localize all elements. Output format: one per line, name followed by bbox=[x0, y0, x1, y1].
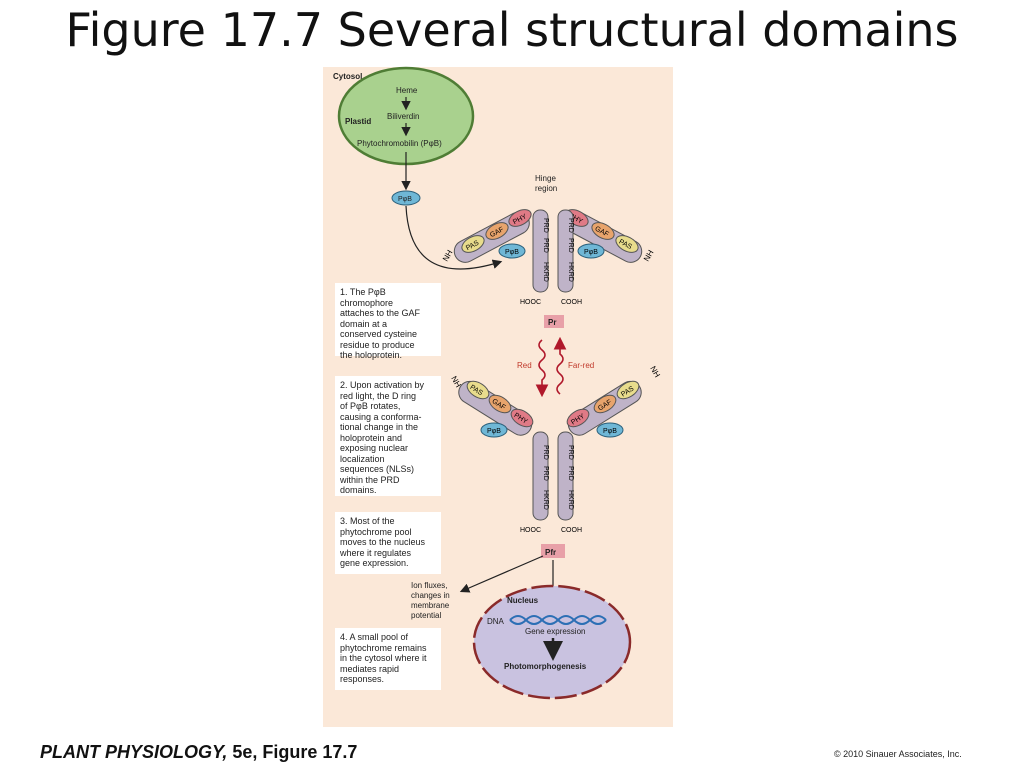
hinge-label-1: Hinge bbox=[535, 174, 556, 183]
footer-citation: PLANT PHYSIOLOGY, 5e, Figure 17.7 bbox=[40, 742, 357, 763]
svg-text:HKRD: HKRD bbox=[567, 262, 574, 282]
svg-text:PRD: PRD bbox=[567, 445, 574, 460]
heme-label: Heme bbox=[396, 86, 418, 95]
attach-arrow bbox=[405, 205, 503, 270]
note-4: 4. A small pool of phytochrome remains i… bbox=[335, 628, 441, 690]
pr-badge bbox=[544, 315, 564, 328]
far-red-label: Far-red bbox=[568, 361, 594, 370]
photomorphogenesis-label: Photomorphogenesis bbox=[504, 662, 587, 671]
svg-text:PφB: PφB bbox=[603, 428, 617, 435]
svg-text:NH: NH bbox=[441, 248, 455, 263]
svg-text:COOH: COOH bbox=[561, 527, 582, 534]
footer-copyright: © 2010 Sinauer Associates, Inc. bbox=[834, 749, 962, 759]
svg-text:HOOC: HOOC bbox=[520, 527, 541, 534]
ion-fluxes-3: membrane bbox=[411, 601, 450, 610]
svg-text:COOH: COOH bbox=[561, 299, 582, 306]
far-red-light-arrow bbox=[553, 336, 567, 395]
svg-text:HKRD: HKRD bbox=[542, 490, 549, 510]
svg-text:PRD: PRD bbox=[567, 218, 574, 233]
svg-text:PRD: PRD bbox=[542, 238, 549, 253]
pfr-label: Pfr bbox=[545, 548, 556, 557]
ion-fluxes-2: changes in bbox=[411, 591, 450, 600]
svg-text:PRD: PRD bbox=[542, 466, 549, 481]
slide-title: Figure 17.7 Several structural domains bbox=[65, 3, 959, 57]
svg-text:NH: NH bbox=[648, 365, 662, 380]
note-1: 1. The PφB chromophore attaches to the G… bbox=[335, 283, 441, 360]
note-2: 2. Upon activation by red light, the D r… bbox=[335, 376, 441, 496]
biliverdin-label: Biliverdin bbox=[387, 112, 419, 121]
svg-text:PφB: PφB bbox=[505, 249, 519, 256]
svg-text:HKRD: HKRD bbox=[567, 490, 574, 510]
pr-dimer: PAS GAF PHY PφB NH PHY GAF PAS PφB NH PR… bbox=[441, 209, 656, 306]
cytosol-label: Cytosol bbox=[333, 72, 362, 81]
svg-text:PRD: PRD bbox=[567, 238, 574, 253]
pfb-chromophore bbox=[391, 190, 421, 206]
phytochromobilin-label: Phytochromobilin (PφB) bbox=[357, 139, 442, 148]
svg-text:PφB: PφB bbox=[487, 428, 501, 435]
svg-text:PRD: PRD bbox=[567, 466, 574, 481]
svg-text:HOOC: HOOC bbox=[520, 299, 541, 306]
svg-text:HKRD: HKRD bbox=[542, 262, 549, 282]
note-3: 3. Most of the phytochrome pool moves to… bbox=[335, 512, 441, 574]
pfb-chromophore-label: PφB bbox=[398, 196, 412, 203]
plastid-label: Plastid bbox=[345, 117, 371, 126]
svg-text:PφB: PφB bbox=[584, 249, 598, 256]
dna-label: DNA bbox=[487, 617, 505, 626]
nucleus-label: Nucleus bbox=[507, 596, 539, 605]
hinge-label-2: region bbox=[535, 184, 557, 193]
pfr-dimer: PAS GAF PHY PφB NH PHY GAF PAS PφB NH PR… bbox=[449, 365, 662, 535]
svg-text:PRD: PRD bbox=[542, 445, 549, 460]
pr-label: Pr bbox=[548, 318, 556, 327]
pfr-badge bbox=[541, 544, 565, 558]
to-cytosol-arrow bbox=[459, 555, 544, 593]
red-light-arrow bbox=[535, 339, 549, 398]
svg-text:NH: NH bbox=[642, 248, 656, 263]
gene-expression-label: Gene expression bbox=[525, 627, 585, 636]
ion-fluxes-4: potential bbox=[411, 611, 441, 620]
red-label: Red bbox=[517, 361, 532, 370]
ion-fluxes-1: Ion fluxes, bbox=[411, 581, 447, 590]
footer-edition: 5e, Figure 17.7 bbox=[227, 742, 358, 762]
footer-book: PLANT PHYSIOLOGY, bbox=[40, 742, 228, 762]
svg-text:PRD: PRD bbox=[542, 218, 549, 233]
